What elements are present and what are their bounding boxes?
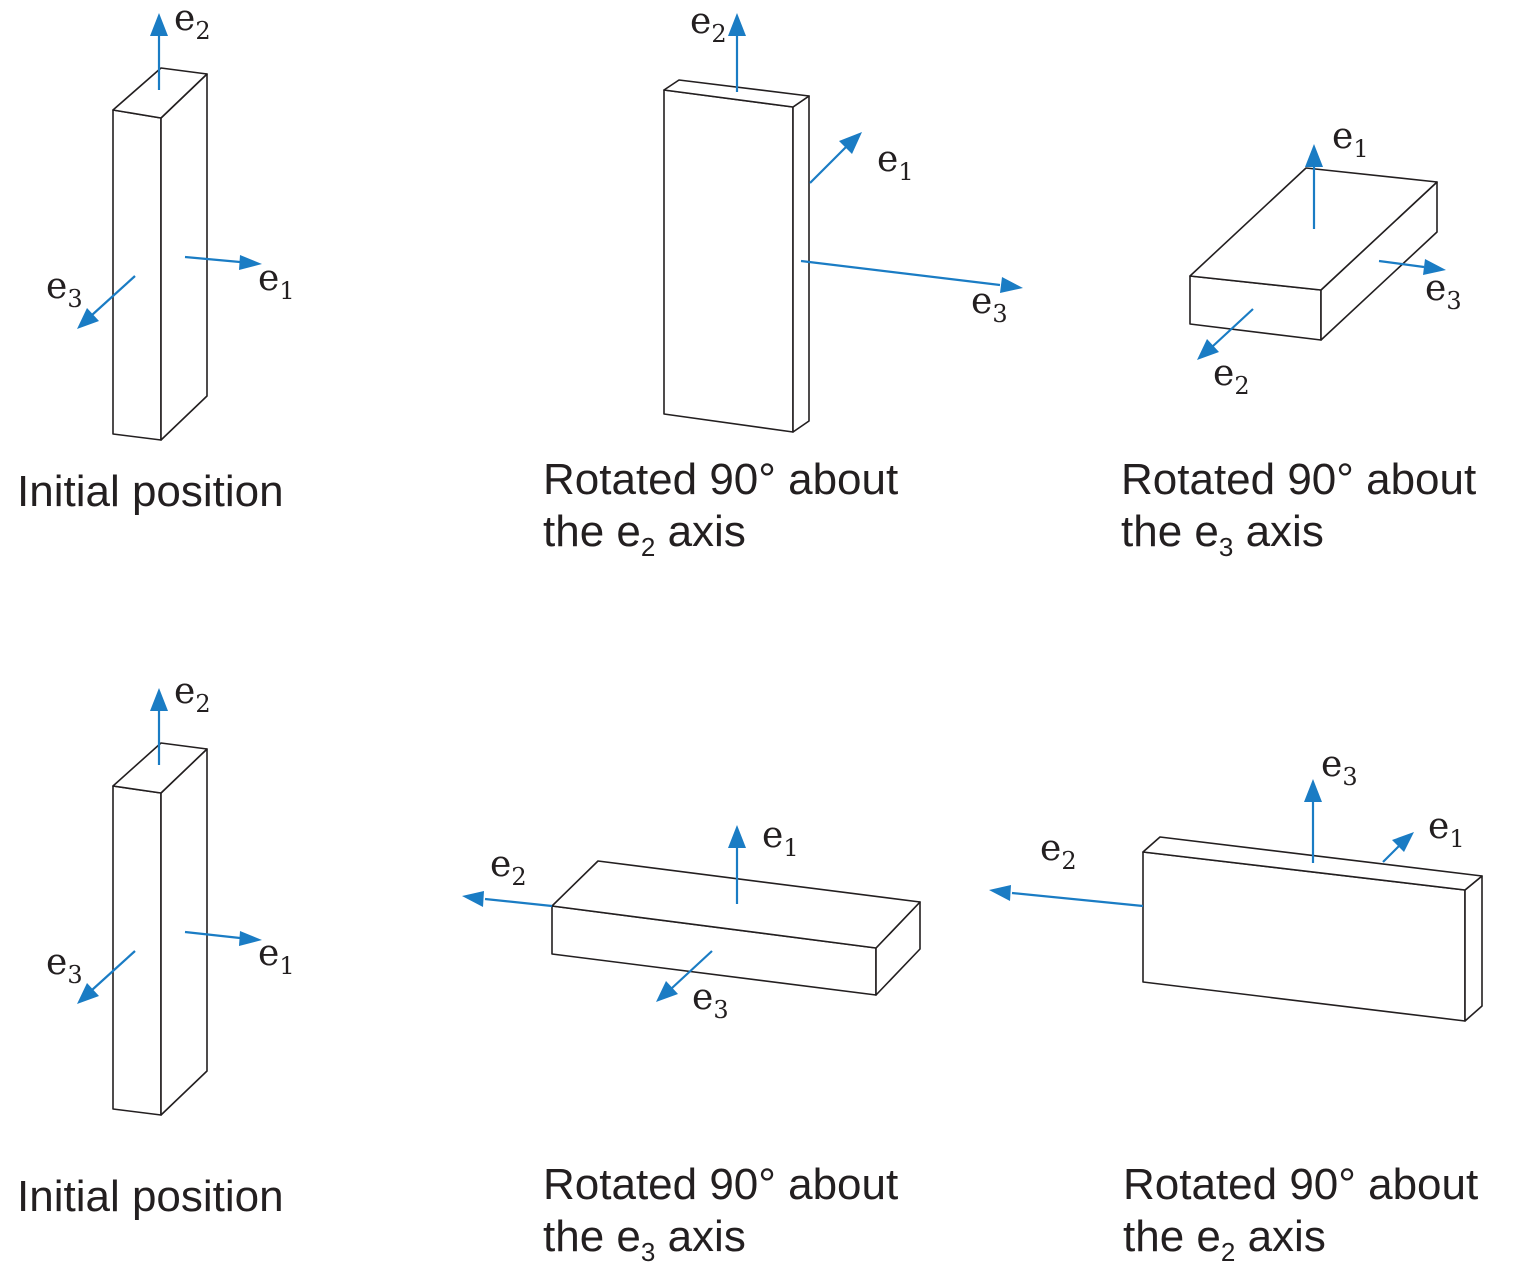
row2-panel1-e3-arrow [77, 950, 136, 1004]
row2-panel3-e3-label: e3 [1321, 744, 1358, 791]
row1-panel1-e3-label: e3 [46, 266, 83, 313]
row2-panel1-e2-label: e2 [174, 671, 211, 718]
row1-panel2-e3-arrow [800, 259, 1023, 293]
row1-panel3-caption-line2: the e3 axis [1121, 507, 1324, 562]
row1-panel1-e1-arrow [184, 255, 262, 270]
row2-panel1-e1-arrow [184, 930, 262, 946]
row1-panel2-e3-label: e3 [971, 281, 1008, 328]
row1-panel3-e1-arrow [1305, 144, 1323, 229]
row2-panel1-e1-label: e1 [258, 933, 295, 980]
row1-panel2-caption-line1: Rotated 90° about [543, 455, 898, 504]
row1-panel2-e1-label: e1 [877, 139, 914, 186]
row1-panel1-caption: Initial position [17, 467, 284, 516]
row1-panel1-initial-block [112, 67, 208, 441]
row2-panel1-e3-label: e3 [46, 942, 83, 989]
row2-panel3-e1-label: e1 [1428, 806, 1465, 853]
row1-panel1-e1-label: e1 [258, 258, 295, 305]
row1-panel2-e2-arrow [728, 13, 746, 92]
row2-panel1-caption: Initial position [17, 1172, 284, 1221]
row2-panel2-rotated-block [551, 860, 921, 996]
row1-panel3-e2-label: e2 [1213, 353, 1250, 400]
row1-panel2-e1-arrow [809, 132, 862, 184]
row2-panel2-e1-label: e1 [762, 815, 799, 862]
row1-panel2-rotated-block [663, 79, 810, 433]
row2-panel1-initial-block [112, 742, 208, 1116]
row1-panel3-caption-line1: Rotated 90° about [1121, 455, 1476, 504]
row2-panel2-caption-line1: Rotated 90° about [543, 1160, 898, 1209]
row2-panel2-caption-line2: the e3 axis [543, 1212, 746, 1267]
row2-panel2-e1-arrow [728, 825, 746, 904]
row2-panel2-e2-label: e2 [490, 844, 527, 891]
row1-panel1-e3-arrow [77, 275, 136, 329]
row2-panel2-e2-arrow [462, 891, 553, 908]
row2-panel3-e2-arrow [989, 885, 1144, 908]
row2-panel3-e2-label: e2 [1040, 828, 1077, 875]
row2-panel3-rotated-block [1142, 836, 1483, 1022]
row2-panel3-caption-line2: the e2 axis [1123, 1212, 1326, 1267]
row2-panel1-e2-arrow [150, 688, 168, 765]
row1-panel1-e2-arrow [150, 13, 168, 90]
row2-panel3-e1-arrow [1382, 832, 1414, 863]
row2-panel3-e3-arrow [1304, 779, 1322, 863]
row2-panel2-e3-label: e3 [692, 977, 729, 1024]
row1-panel1-e2-label: e2 [174, 0, 211, 45]
row1-panel3-e3-arrow [1378, 259, 1446, 275]
row1-panel3-e3-label: e3 [1425, 268, 1462, 315]
row1-panel2-e2-label: e2 [690, 1, 727, 48]
row2-panel2-e3-arrow [656, 950, 713, 1002]
row1-panel3-e1-label: e1 [1332, 116, 1369, 163]
row2-panel3-caption-line1: Rotated 90° about [1123, 1160, 1478, 1209]
row1-panel3-e2-arrow [1197, 308, 1254, 360]
row1-panel2-caption-line2: the e2 axis [543, 507, 746, 562]
